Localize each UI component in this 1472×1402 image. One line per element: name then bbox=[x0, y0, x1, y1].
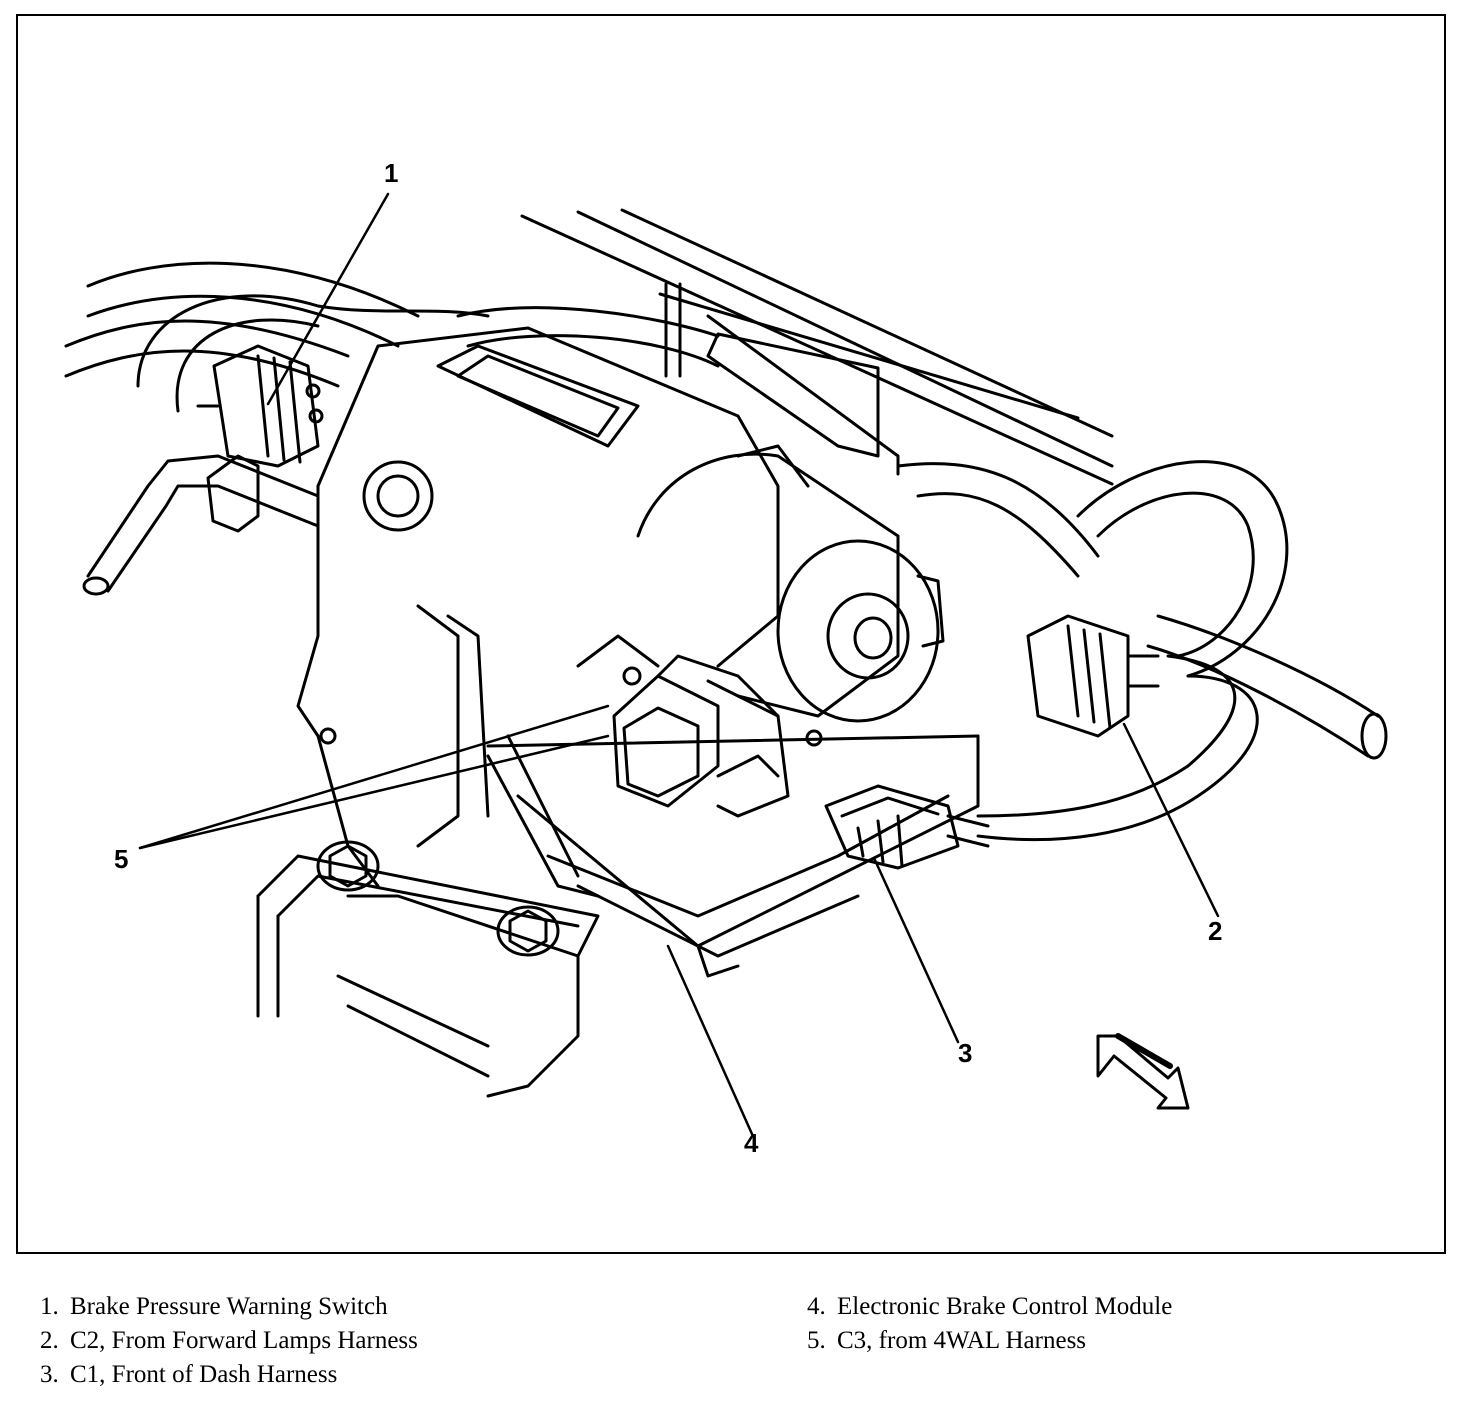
callout-1: 1 bbox=[384, 158, 398, 188]
legend-item: 5. C3, from 4WAL Harness bbox=[807, 1324, 1172, 1358]
bolt-right bbox=[496, 905, 560, 957]
wiring-harness-left bbox=[64, 261, 720, 413]
pump-motor bbox=[636, 444, 945, 723]
component-drawing: 1 2 3 4 5 bbox=[64, 158, 1388, 1158]
brake-line-left bbox=[82, 454, 320, 596]
callout-5: 5 bbox=[114, 844, 128, 874]
legend-item: 1. Brake Pressure Warning Switch bbox=[40, 1290, 418, 1324]
legend-number: 3. bbox=[40, 1361, 59, 1388]
diagram-frame: 1 2 3 4 5 bbox=[16, 14, 1446, 1254]
legend-column-left: 1. Brake Pressure Warning Switch 2. C2, Fr… bbox=[40, 1290, 418, 1392]
callout-2: 2 bbox=[1208, 916, 1222, 946]
brake-pressure-warning-switch bbox=[196, 344, 324, 468]
callout-4: 4 bbox=[744, 1128, 759, 1158]
c1-connector bbox=[824, 784, 990, 870]
mounting-bracket bbox=[256, 854, 600, 1098]
legend-number: 5. bbox=[807, 1327, 826, 1354]
legend-column-right: 4. Electronic Brake Control Module 5. C3, … bbox=[807, 1290, 1172, 1358]
forward-arrow-icon bbox=[1096, 1033, 1190, 1110]
legend-number: 2. bbox=[40, 1327, 59, 1354]
callout-3: 3 bbox=[958, 1038, 972, 1068]
bolt-left bbox=[316, 840, 380, 892]
legend-item: 2. C2, From Forward Lamps Harness bbox=[40, 1324, 418, 1358]
electronic-brake-control-module bbox=[296, 326, 980, 978]
legend-number: 1. bbox=[40, 1293, 59, 1320]
c2-connector bbox=[1026, 614, 1160, 738]
legend-label: Electronic Brake Control Module bbox=[837, 1293, 1173, 1320]
legend-item: 4. Electronic Brake Control Module bbox=[807, 1290, 1172, 1324]
legend-label: C1, Front of Dash Harness bbox=[70, 1361, 338, 1388]
legend-item: 3. C1, Front of Dash Harness bbox=[40, 1358, 418, 1392]
frame-rails bbox=[520, 208, 1114, 486]
parts-legend: 1. Brake Pressure Warning Switch 2. C2, Fr… bbox=[40, 1290, 1440, 1400]
legend-label: C2, From Forward Lamps Harness bbox=[70, 1327, 418, 1354]
leader-lines bbox=[138, 192, 1220, 1136]
legend-number: 4. bbox=[807, 1293, 826, 1320]
legend-label: C3, from 4WAL Harness bbox=[837, 1327, 1087, 1354]
wiring-harness-right bbox=[896, 460, 1388, 842]
callout-numbers: 1 2 3 4 5 bbox=[114, 158, 1222, 1158]
c3-connector bbox=[612, 654, 790, 818]
legend-label: Brake Pressure Warning Switch bbox=[70, 1293, 388, 1320]
